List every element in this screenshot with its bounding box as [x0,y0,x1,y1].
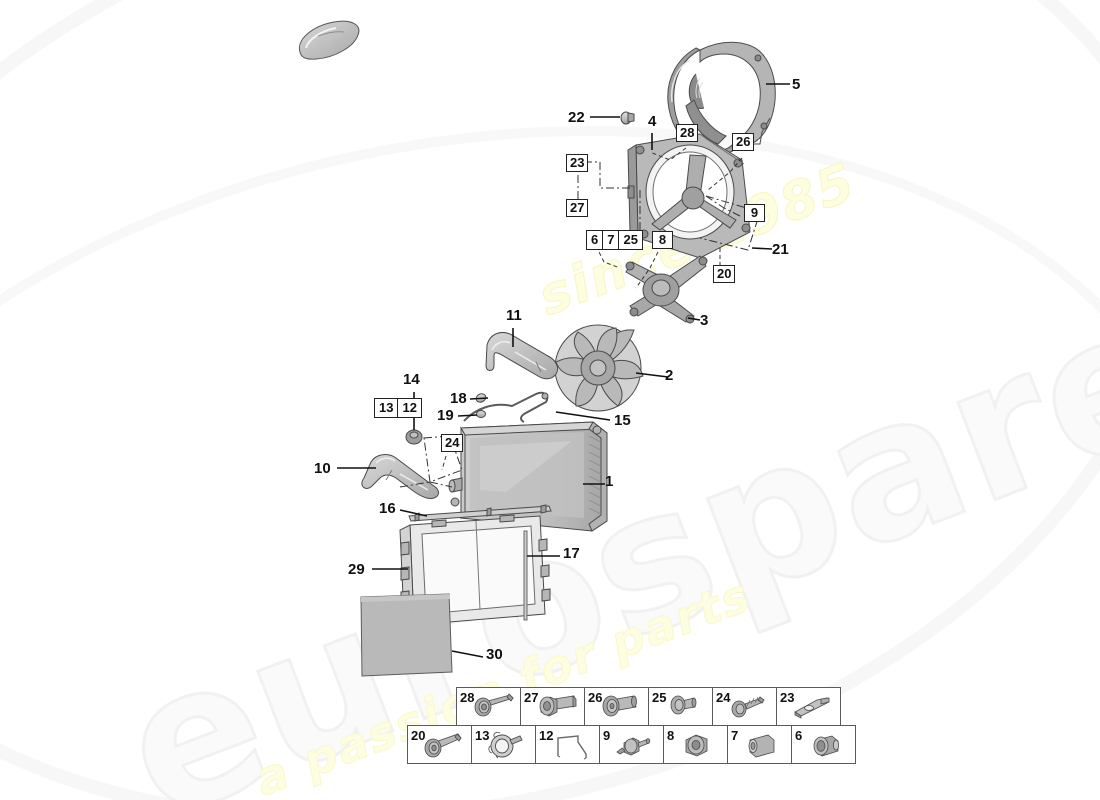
part-17-retaining-rod [523,530,528,621]
legend-number-23: 23 [780,690,795,705]
legend-cell-27: 27 [520,687,585,726]
group-callout-13-12: 13 12 [374,398,422,418]
part-cap-unlabeled [298,20,360,60]
callout-22: 22 [568,109,585,126]
part-15-retainer [463,391,549,423]
leader-lines [337,83,790,658]
boxed-callout-9: 9 [744,204,765,222]
callout-15: 15 [614,412,631,429]
bolt-long-flange-icon [474,693,514,717]
legend-number-12: 12 [539,728,554,743]
legend-number-25: 25 [652,690,667,705]
boxed-callout-8: 8 [652,231,673,249]
plate-nut-clip-icon [794,697,830,719]
part-22-bolt [620,111,635,125]
boxed-callout-24: 24 [441,434,464,452]
part-2-cooling-fan [554,324,644,412]
callout-21: 21 [772,241,789,258]
bushing-sleeve-icon [748,734,775,758]
legend-number-24: 24 [716,690,731,705]
callout-4: 4 [648,113,657,130]
callout-18: 18 [450,390,467,407]
callout-17: 17 [563,545,580,562]
group-callout-13: 13 [375,399,399,417]
legend-row-top: 28 27 [456,687,856,726]
legend-number-8: 8 [667,728,675,743]
group-callout-25: 25 [623,232,638,247]
boxed-callout-28: 28 [676,124,699,142]
legend-cell-23: 23 [776,687,841,726]
legend-cell-26: 26 [584,687,649,726]
bolt-medium-flange-icon [424,733,462,758]
part-10-lower-hose [361,454,439,499]
legend-cell-24: 24 [712,687,777,726]
bolt-hex-flange-icon [539,695,577,717]
legend-row-bottom: 20 13 [407,725,856,764]
part-19-washer [476,410,486,418]
bolt-short-flange-icon [602,695,637,717]
stud-rubber-mount-icon [616,737,651,756]
boxed-callout-26: 26 [732,133,755,151]
legend-number-27: 27 [524,690,539,705]
callout-29: 29 [348,561,365,578]
callout-10: 10 [314,460,331,477]
legend-cell-8: 8 [663,725,728,764]
boxed-callout-23: 23 [566,154,589,172]
screw-self-tapping-icon [731,696,765,718]
callout-1: 1 [605,473,614,490]
legend-cell-6: 6 [791,725,856,764]
boxed-callout-27: 27 [566,199,589,217]
legend-number-28: 28 [460,690,475,705]
legend-number-6: 6 [795,728,803,743]
legend-number-26: 26 [588,690,603,705]
legend-cell-28: 28 [456,687,521,726]
legend-number-13: 13 [475,728,490,743]
grommet-bush-icon [813,735,840,757]
legend-number-7: 7 [731,728,739,743]
legend-cell-12: 12 [535,725,600,764]
callout-11: 11 [506,307,522,324]
part-11-upper-hose [485,331,559,380]
callout-19: 19 [437,407,454,424]
legend-number-20: 20 [411,728,426,743]
part-30-cover-panel [360,593,453,677]
part-4-fan-shroud [627,133,751,259]
legend-number-9: 9 [603,728,611,743]
group-callout-7: 7 [603,231,620,249]
callout-2: 2 [665,367,674,384]
hardware-legend-table: 28 27 [407,687,856,764]
group-callout-6: 6 [587,231,604,249]
group-callout-6-7-25: 6 7 25 [586,230,643,250]
part-3-fan-mount-spider [625,255,708,324]
callout-5: 5 [792,76,801,93]
part-14-rubber-mount [405,429,423,445]
group-callout-12: 12 [402,400,417,415]
assembly-reference-lines [399,147,761,488]
legend-cell-20: 20 [407,725,472,764]
bolt-stub-icon [670,695,697,715]
nut-flange-icon [685,734,708,757]
callout-3: 3 [700,312,709,329]
retaining-clip-wire-icon [557,735,587,760]
part-1-radiator [448,421,608,532]
legend-cell-25: 25 [648,687,713,726]
hose-clamp-icon [488,731,523,759]
part-16-upper-rail [408,504,552,522]
legend-cell-7: 7 [727,725,792,764]
legend-cell-13: 13 [471,725,536,764]
callout-14: 14 [403,371,420,388]
boxed-callout-20: 20 [713,265,736,283]
legend-cell-9: 9 [599,725,664,764]
callout-30: 30 [486,646,503,663]
callout-16: 16 [379,500,396,517]
